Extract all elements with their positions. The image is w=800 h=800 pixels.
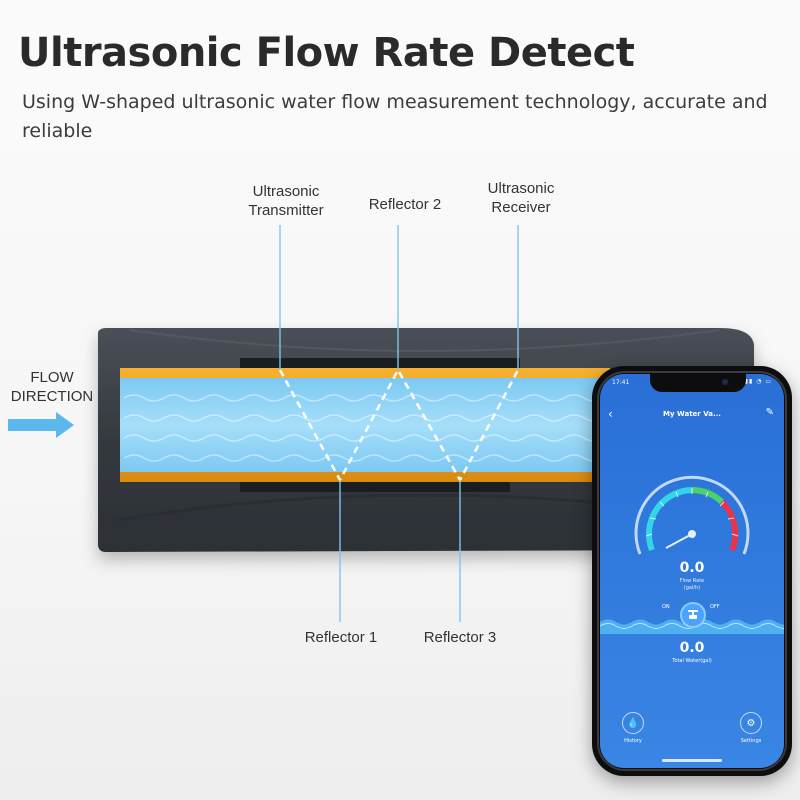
phone-bezel [597, 371, 787, 771]
flow-rate-label: Flow Rate (gal/h) [679, 578, 705, 591]
app-screen: 17:41 ▮▮▮ ◔ ▭ ‹ My Water Va... ✎ [600, 374, 784, 768]
home-indicator [662, 759, 722, 762]
history-label: History [624, 738, 642, 744]
ultrasonic-receiver-label: Ultrasonic Receiver [487, 180, 555, 216]
reflector-3-label: Reflector 3 [423, 629, 497, 646]
status-icons: ▮▮▮ ◔ ▭ [740, 378, 772, 385]
pipe [120, 368, 610, 482]
flow-arrow-icon [8, 412, 74, 438]
reflector-1-label: Reflector 1 [304, 629, 378, 646]
reflector-2-label: Reflector 2 [368, 196, 442, 213]
bottom-transducer-slot [240, 482, 510, 492]
page-title: Ultrasonic Flow Rate Detect [18, 30, 635, 76]
faucet-icon [688, 610, 698, 619]
flow-rate-value: 0.0 [679, 560, 705, 576]
top-transducer-slot [240, 358, 520, 368]
settings-button[interactable]: ⚙ [740, 712, 762, 734]
settings-label: Settings [740, 738, 762, 744]
page-subtitle: Using W-shaped ultrasonic water flow mea… [22, 91, 768, 142]
smartphone: 17:41 ▮▮▮ ◔ ▭ ‹ My Water Va... ✎ [592, 366, 792, 776]
edit-icon[interactable]: ✎ [765, 407, 774, 418]
phone-notch [650, 374, 746, 392]
flow-rate-gauge [634, 475, 750, 555]
valve-toggle-button[interactable] [680, 602, 706, 628]
water-drop-icon: 💧 [626, 717, 640, 729]
app-title: My Water Va... [663, 410, 721, 418]
valve-on-label: ON [662, 604, 670, 610]
back-icon[interactable]: ‹ [608, 407, 613, 421]
gear-icon: ⚙ [746, 717, 756, 729]
camera-icon [722, 379, 728, 385]
history-button[interactable]: 💧 [622, 712, 644, 734]
gauge-needle [665, 533, 693, 549]
status-time: 17:41 [612, 379, 630, 386]
total-water-value: 0.0 [679, 640, 705, 656]
total-water-label: Total Water(gal) [672, 658, 712, 664]
valve-off-label: OFF [710, 604, 720, 610]
ultrasonic-transmitter-label: Ultrasonic Transmitter [248, 183, 324, 219]
flow-direction-label: FLOW DIRECTION [10, 369, 94, 405]
app-nav-bar: ‹ My Water Va... ✎ [600, 402, 784, 426]
